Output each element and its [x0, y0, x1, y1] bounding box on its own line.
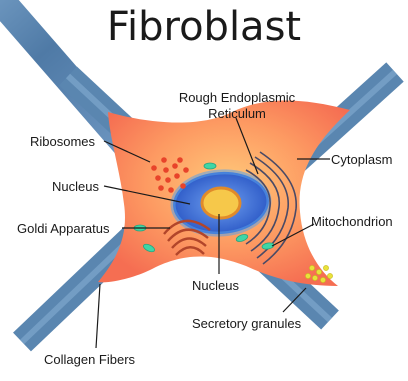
label-nucleus-left: Nucleus: [52, 179, 99, 195]
label-ribosomes: Ribosomes: [30, 134, 95, 150]
label-cytoplasm: Cytoplasm: [331, 152, 392, 168]
diagram-title: Fibroblast: [0, 4, 408, 50]
label-golgi-apparatus: Goldi Apparatus: [17, 221, 110, 237]
label-secretory-granules: Secretory granules: [192, 316, 301, 332]
label-mitochondrion: Mitochondrion: [311, 214, 393, 230]
nucleolus: [202, 188, 240, 218]
label-collagen-fibers: Collagen Fibers: [44, 352, 135, 368]
label-nucleus-bottom: Nucleus: [192, 278, 239, 294]
label-rough-er: Rough Endoplasmic Reticulum: [172, 90, 302, 122]
